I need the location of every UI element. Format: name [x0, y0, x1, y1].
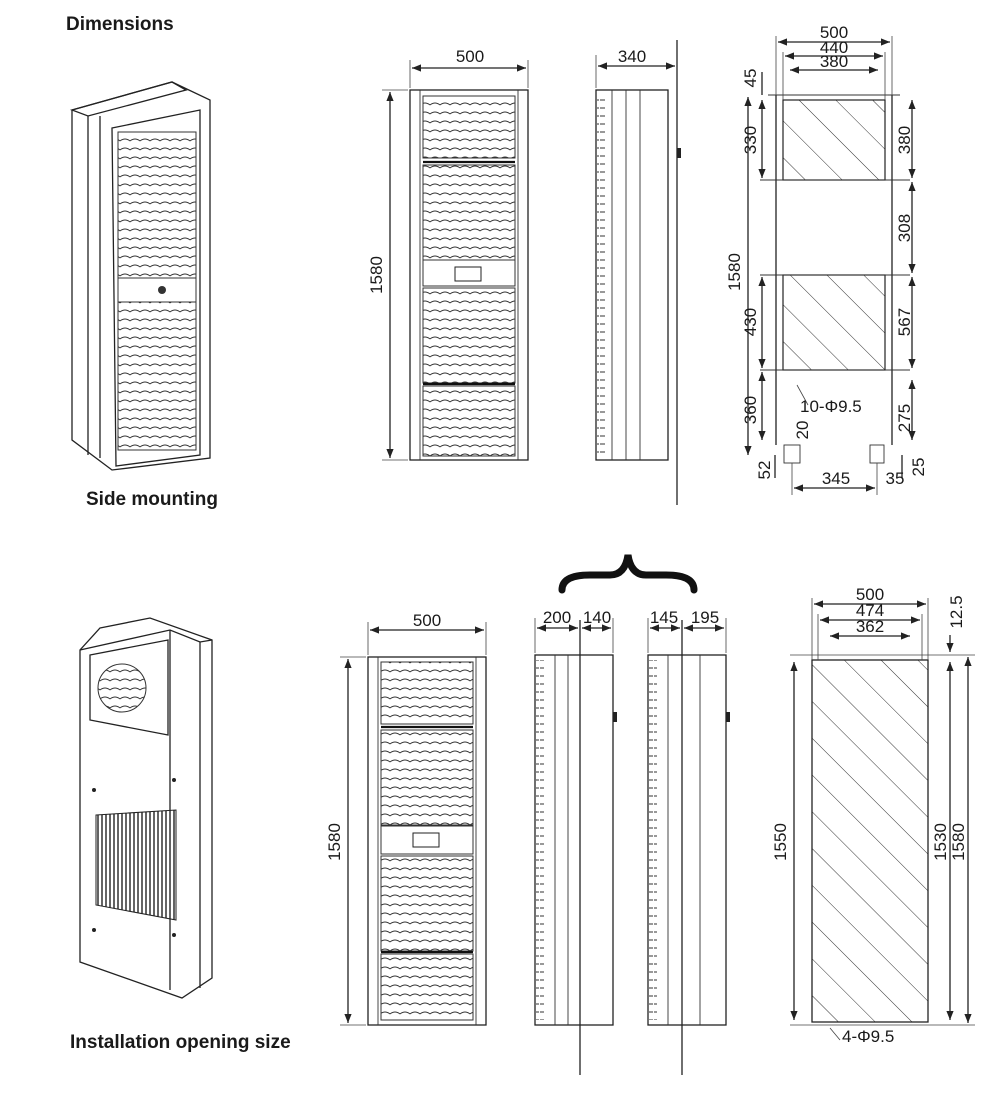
dim-template-275: 275 [895, 404, 914, 432]
dim-side-a-200: 200 [543, 608, 571, 627]
dim-front-height-installation: 1580 [325, 823, 344, 861]
brace-mark [558, 554, 698, 594]
front-view-side-mounting [382, 60, 529, 461]
dim-template-360: 360 [741, 396, 760, 424]
dim-front-width: 500 [456, 47, 484, 66]
template-installation [790, 598, 975, 1041]
dim-template-45: 45 [741, 69, 760, 88]
dim-side-b-145: 145 [650, 608, 678, 627]
dim-cut-1580: 1580 [949, 823, 968, 861]
hole-callout-side-mounting: 10-Φ9.5 [800, 397, 862, 416]
dim-side-depth: 340 [618, 47, 646, 66]
dim-template-35: 35 [886, 469, 905, 488]
dim-cut-1530: 1530 [931, 823, 950, 861]
side-view-installation-b [647, 618, 730, 1075]
dim-cut-width-474: 474 [856, 601, 884, 620]
hole-callout-installation: 4-Φ9.5 [842, 1027, 894, 1046]
dim-template-52: 52 [755, 461, 774, 480]
dim-template-345: 345 [822, 469, 850, 488]
dim-side-a-140: 140 [583, 608, 611, 627]
dim-template-20: 20 [793, 421, 812, 440]
dim-front-height: 1580 [367, 256, 386, 294]
template-side-mounting-labels: 500 440 380 45 330 1580 430 360 20 52 34… [725, 23, 928, 488]
dim-template-380-right: 380 [895, 126, 914, 154]
dim-side-b-195: 195 [691, 608, 719, 627]
dim-front-width-installation: 500 [413, 611, 441, 630]
dim-template-567: 567 [895, 308, 914, 336]
page-title: Dimensions [66, 14, 174, 35]
dim-template-308: 308 [895, 214, 914, 242]
dim-template-width-380: 380 [820, 52, 848, 71]
caption-installation-opening: Installation opening size [70, 1032, 291, 1053]
dim-cut-width-362: 362 [856, 617, 884, 636]
dim-template-430: 430 [741, 308, 760, 336]
dim-cut-width-500: 500 [856, 585, 884, 604]
dim-template-width-440: 440 [820, 38, 848, 57]
dim-cut-1550: 1550 [771, 823, 790, 861]
template-side-mounting [744, 36, 916, 495]
side-view-installation-a [534, 618, 617, 1075]
dim-template-width-500: 500 [820, 23, 848, 42]
dim-template-25: 25 [909, 458, 928, 477]
iso-unit-side-mounting [69, 81, 211, 471]
iso-unit-installation [79, 617, 213, 999]
template-installation-labels: 500 474 362 12.5 1550 1530 1580 4-Φ9.5 [771, 585, 968, 1046]
front-view-installation [340, 622, 487, 1026]
side-view-side-mounting [595, 40, 681, 505]
caption-side-mounting: Side mounting [86, 489, 218, 510]
dim-cut-12-5: 12.5 [947, 595, 966, 628]
dim-template-1580: 1580 [725, 253, 744, 291]
dim-template-330: 330 [741, 126, 760, 154]
